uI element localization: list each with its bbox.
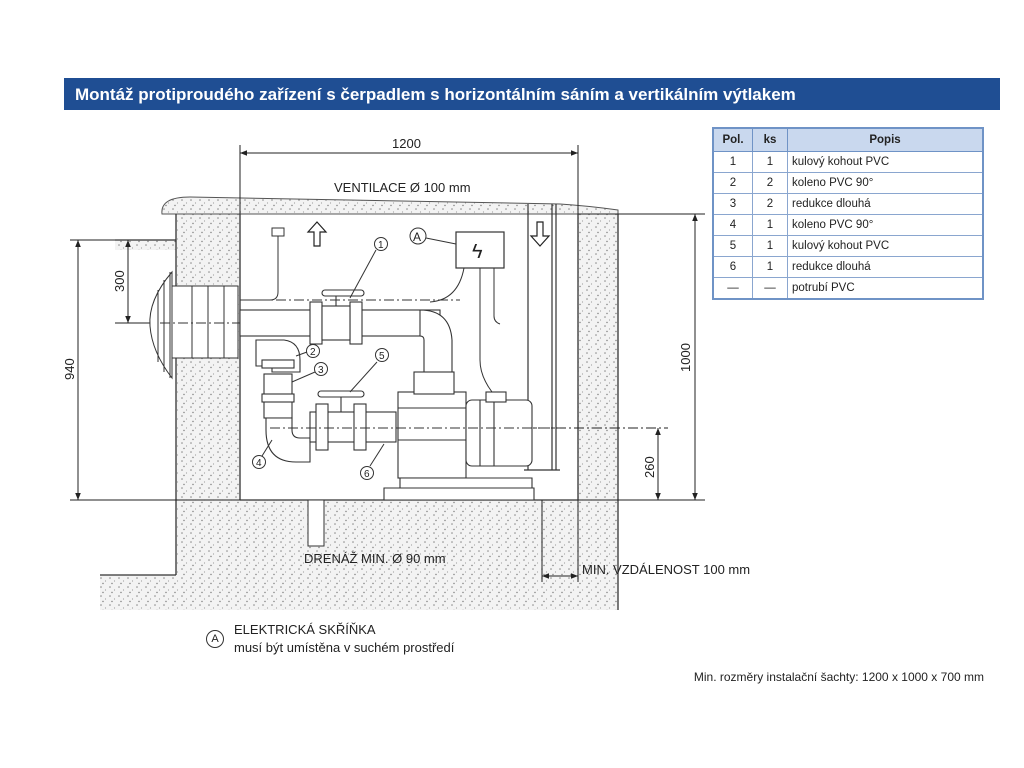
- electric-cables: [246, 227, 501, 393]
- parts-table: Pol. ks Popis 1 1 kulový kohout PVC 2 2 …: [712, 127, 984, 300]
- drain-pipe: [307, 499, 325, 547]
- table-row: 1 1 kulový kohout PVC: [712, 151, 984, 173]
- min-distance-label: MIN. VZDÁLENOST 100 mm: [582, 562, 750, 577]
- min-dimensions-note: Min. rozměry instalační šachty: 1200 x 1…: [693, 670, 984, 684]
- title-banner: Montáž protiproudého zařízení s čerpadle…: [64, 78, 1000, 110]
- vent-arrow-down-icon: [529, 221, 551, 247]
- vent-arrow-up-icon: [306, 221, 328, 247]
- legend-note: musí být umístěna v suchém prostředí: [234, 640, 455, 655]
- table-row: 2 2 koleno PVC 90°: [712, 172, 984, 194]
- table-header-row: Pol. ks Popis: [712, 127, 984, 152]
- callout-5: 5: [349, 348, 389, 393]
- cell-ks: 1: [752, 151, 788, 173]
- table-row: — — potrubí PVC: [712, 277, 984, 300]
- cell-pos: 6: [712, 256, 753, 278]
- dim-height-label: 1000: [678, 343, 693, 372]
- dim-min-distance: [541, 500, 579, 582]
- cell-ks: 1: [752, 214, 788, 236]
- dim-260-label: 260: [642, 456, 657, 478]
- cell-popis: redukce dlouhá: [787, 193, 984, 215]
- cell-pos: 5: [712, 235, 753, 257]
- electric-box-symbol: ϟ: [472, 241, 483, 263]
- legend-title: ELEKTRICKÁ SKŘÍŇKA: [234, 622, 376, 637]
- callout-4: 4: [252, 439, 273, 469]
- callout-2: 2: [295, 344, 320, 358]
- cell-ks: 1: [752, 256, 788, 278]
- marker-a-leader: [425, 237, 457, 245]
- ventilation-label: VENTILACE Ø 100 mm: [334, 180, 471, 195]
- cell-ks: 1: [752, 235, 788, 257]
- table-row: 6 1 redukce dlouhá: [712, 256, 984, 278]
- callout-5-label: 5: [379, 351, 385, 362]
- cell-ks: 2: [752, 172, 788, 194]
- cell-popis: kulový kohout PVC: [787, 151, 984, 173]
- pool-coping: [161, 196, 619, 215]
- cell-ks: —: [752, 277, 788, 300]
- dim-width: [239, 145, 579, 214]
- cell-pos: 2: [712, 172, 753, 194]
- drain-label: DRENÁŽ MIN. Ø 90 mm: [304, 551, 446, 566]
- cell-pos: 3: [712, 193, 753, 215]
- callout-4-label: 4: [256, 458, 262, 469]
- callout-6: 6: [360, 443, 385, 480]
- counter-current-unit: [149, 270, 240, 380]
- dim-300-label: 300: [112, 270, 127, 292]
- cell-popis: kulový kohout PVC: [787, 235, 984, 257]
- page-title: Montáž protiproudého zařízení s čerpadle…: [75, 85, 796, 104]
- pipe-system: [239, 289, 535, 501]
- cell-popis: koleno PVC 90°: [787, 172, 984, 194]
- cell-popis: koleno PVC 90°: [787, 214, 984, 236]
- table-row: 5 1 kulový kohout PVC: [712, 235, 984, 257]
- cell-pos: 1: [712, 151, 753, 173]
- cell-popis: redukce dlouhá: [787, 256, 984, 278]
- cell-pos: —: [712, 277, 753, 300]
- legend-marker: A: [206, 630, 224, 648]
- col-header-popis: Popis: [787, 127, 984, 152]
- marker-a-label: A: [413, 230, 421, 244]
- marker-a-circle: [409, 227, 427, 245]
- dim-940: [70, 239, 240, 501]
- callout-2-label: 2: [310, 347, 316, 358]
- callout-6-label: 6: [364, 469, 370, 480]
- col-header-pos: Pol.: [712, 127, 753, 152]
- callout-1-label: 1: [378, 240, 384, 251]
- dim-width-label: 1200: [392, 136, 421, 151]
- table-row: 3 2 redukce dlouhá: [712, 193, 984, 215]
- callout-3-label: 3: [318, 365, 324, 376]
- electric-box: [455, 231, 505, 269]
- table-row: 4 1 koleno PVC 90°: [712, 214, 984, 236]
- callout-3: 3: [291, 362, 328, 383]
- col-header-ks: ks: [752, 127, 788, 152]
- shaft-walls: [100, 214, 619, 610]
- dim-940-label: 940: [62, 358, 77, 380]
- cell-ks: 2: [752, 193, 788, 215]
- cell-popis: potrubí PVC: [787, 277, 984, 300]
- callout-1: 1: [349, 237, 388, 299]
- cell-pos: 4: [712, 214, 753, 236]
